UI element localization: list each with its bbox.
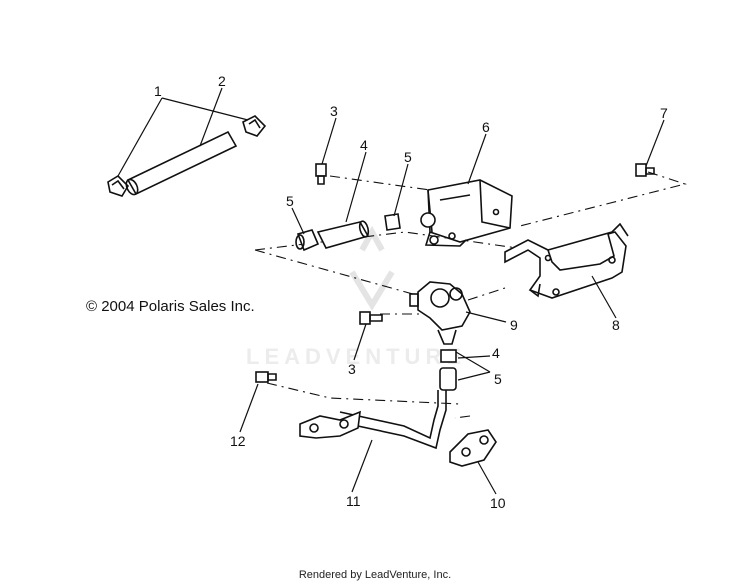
callout-8: 8 [612, 317, 620, 333]
callout-9: 9 [510, 317, 518, 333]
tube-part-2 [125, 130, 238, 196]
callout-3-mid: 3 [348, 361, 356, 377]
valve-part-9 [409, 281, 471, 345]
bracket-part-8 [504, 222, 629, 299]
brake-line-part-11 [299, 390, 447, 450]
callout-12: 12 [230, 433, 246, 449]
bolt-part-7 [635, 163, 655, 177]
callout-3-top: 3 [330, 103, 338, 119]
footer-credit: Rendered by LeadVenture, Inc. [298, 569, 452, 581]
callout-5-top: 5 [404, 149, 412, 165]
callout-2: 2 [218, 73, 226, 89]
sleeve-part-4-upper [316, 220, 370, 249]
cap-part-5-lower [439, 367, 457, 391]
gasket-part-10 [449, 429, 497, 467]
sleeve-part-4-lower [440, 349, 457, 363]
cap-part-5-upper [384, 213, 401, 231]
callout-5-lower: 5 [494, 371, 502, 387]
callout-7: 7 [660, 105, 668, 121]
callout-labels: 1 2 3 4 5 5 6 7 8 9 3 4 5 12 11 10 [154, 73, 668, 511]
callout-10: 10 [490, 495, 506, 511]
callout-1: 1 [154, 83, 162, 99]
callout-6: 6 [482, 119, 490, 135]
callout-4-lower: 4 [492, 345, 500, 361]
callout-11: 11 [346, 493, 361, 509]
screw-part-3-top [315, 163, 327, 185]
screw-part-12 [255, 371, 277, 383]
leader-lines [117, 87, 665, 495]
cap-part-5-left [295, 229, 320, 252]
watermark-logo [349, 225, 395, 311]
copyright-text: © 2004 Polaris Sales Inc. [86, 298, 255, 315]
screw-part-3-mid [359, 311, 383, 325]
callout-4-top: 4 [360, 137, 368, 153]
master-cylinder-part-6 [420, 179, 513, 247]
fitting-1-left [107, 174, 130, 197]
callout-5-left: 5 [286, 193, 294, 209]
watermark: LEADVENTURE [246, 344, 467, 369]
fitting-1-right [242, 115, 267, 137]
